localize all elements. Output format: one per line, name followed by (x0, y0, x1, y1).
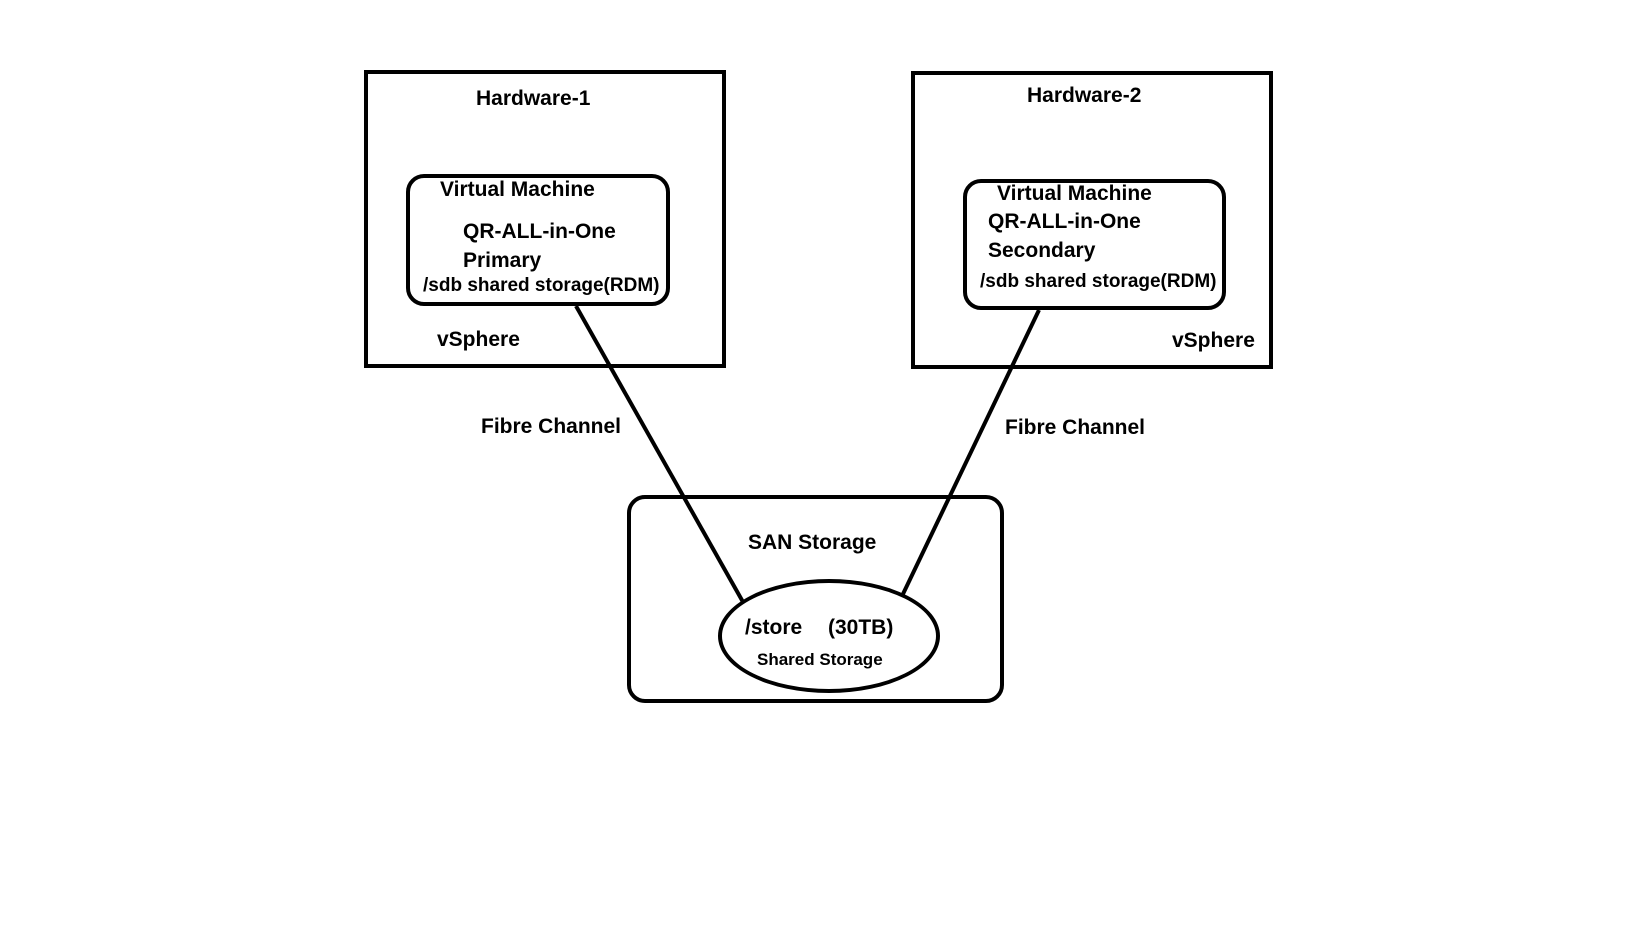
hardware-2-platform: vSphere (1172, 329, 1255, 352)
vm-secondary-role: Secondary (988, 239, 1096, 262)
vm-secondary-name: QR-ALL-in-One (988, 210, 1141, 233)
hardware-1-title: Hardware-1 (476, 87, 591, 110)
vm-primary-name: QR-ALL-in-One (463, 220, 616, 243)
fibre-channel-label-right: Fibre Channel (1005, 416, 1146, 439)
vm-primary-heading: Virtual Machine (440, 178, 595, 201)
san-storage-box (627, 495, 1004, 703)
vm-primary-storage: /sdb shared storage(RDM) (423, 275, 660, 296)
store-path: /store (745, 616, 803, 639)
fibre-channel-line-left (574, 305, 745, 603)
vm-secondary-box (963, 179, 1226, 310)
shared-storage-ellipse (718, 579, 940, 693)
store-size: (30TB) (828, 616, 894, 639)
vm-primary-role: Primary (463, 249, 542, 272)
san-storage-title: SAN Storage (748, 531, 877, 554)
fibre-channel-label-left: Fibre Channel (481, 415, 622, 438)
hardware-1-box (364, 70, 726, 368)
vm-secondary-storage: /sdb shared storage(RDM) (980, 271, 1217, 292)
fibre-channel-line-right (901, 309, 1041, 595)
store-description: Shared Storage (757, 650, 883, 669)
vm-secondary-heading: Virtual Machine (997, 182, 1152, 205)
hardware-2-box (911, 71, 1273, 369)
hardware-2-title: Hardware-2 (1027, 84, 1142, 107)
hardware-1-platform: vSphere (437, 328, 520, 351)
vm-primary-box (406, 174, 670, 306)
